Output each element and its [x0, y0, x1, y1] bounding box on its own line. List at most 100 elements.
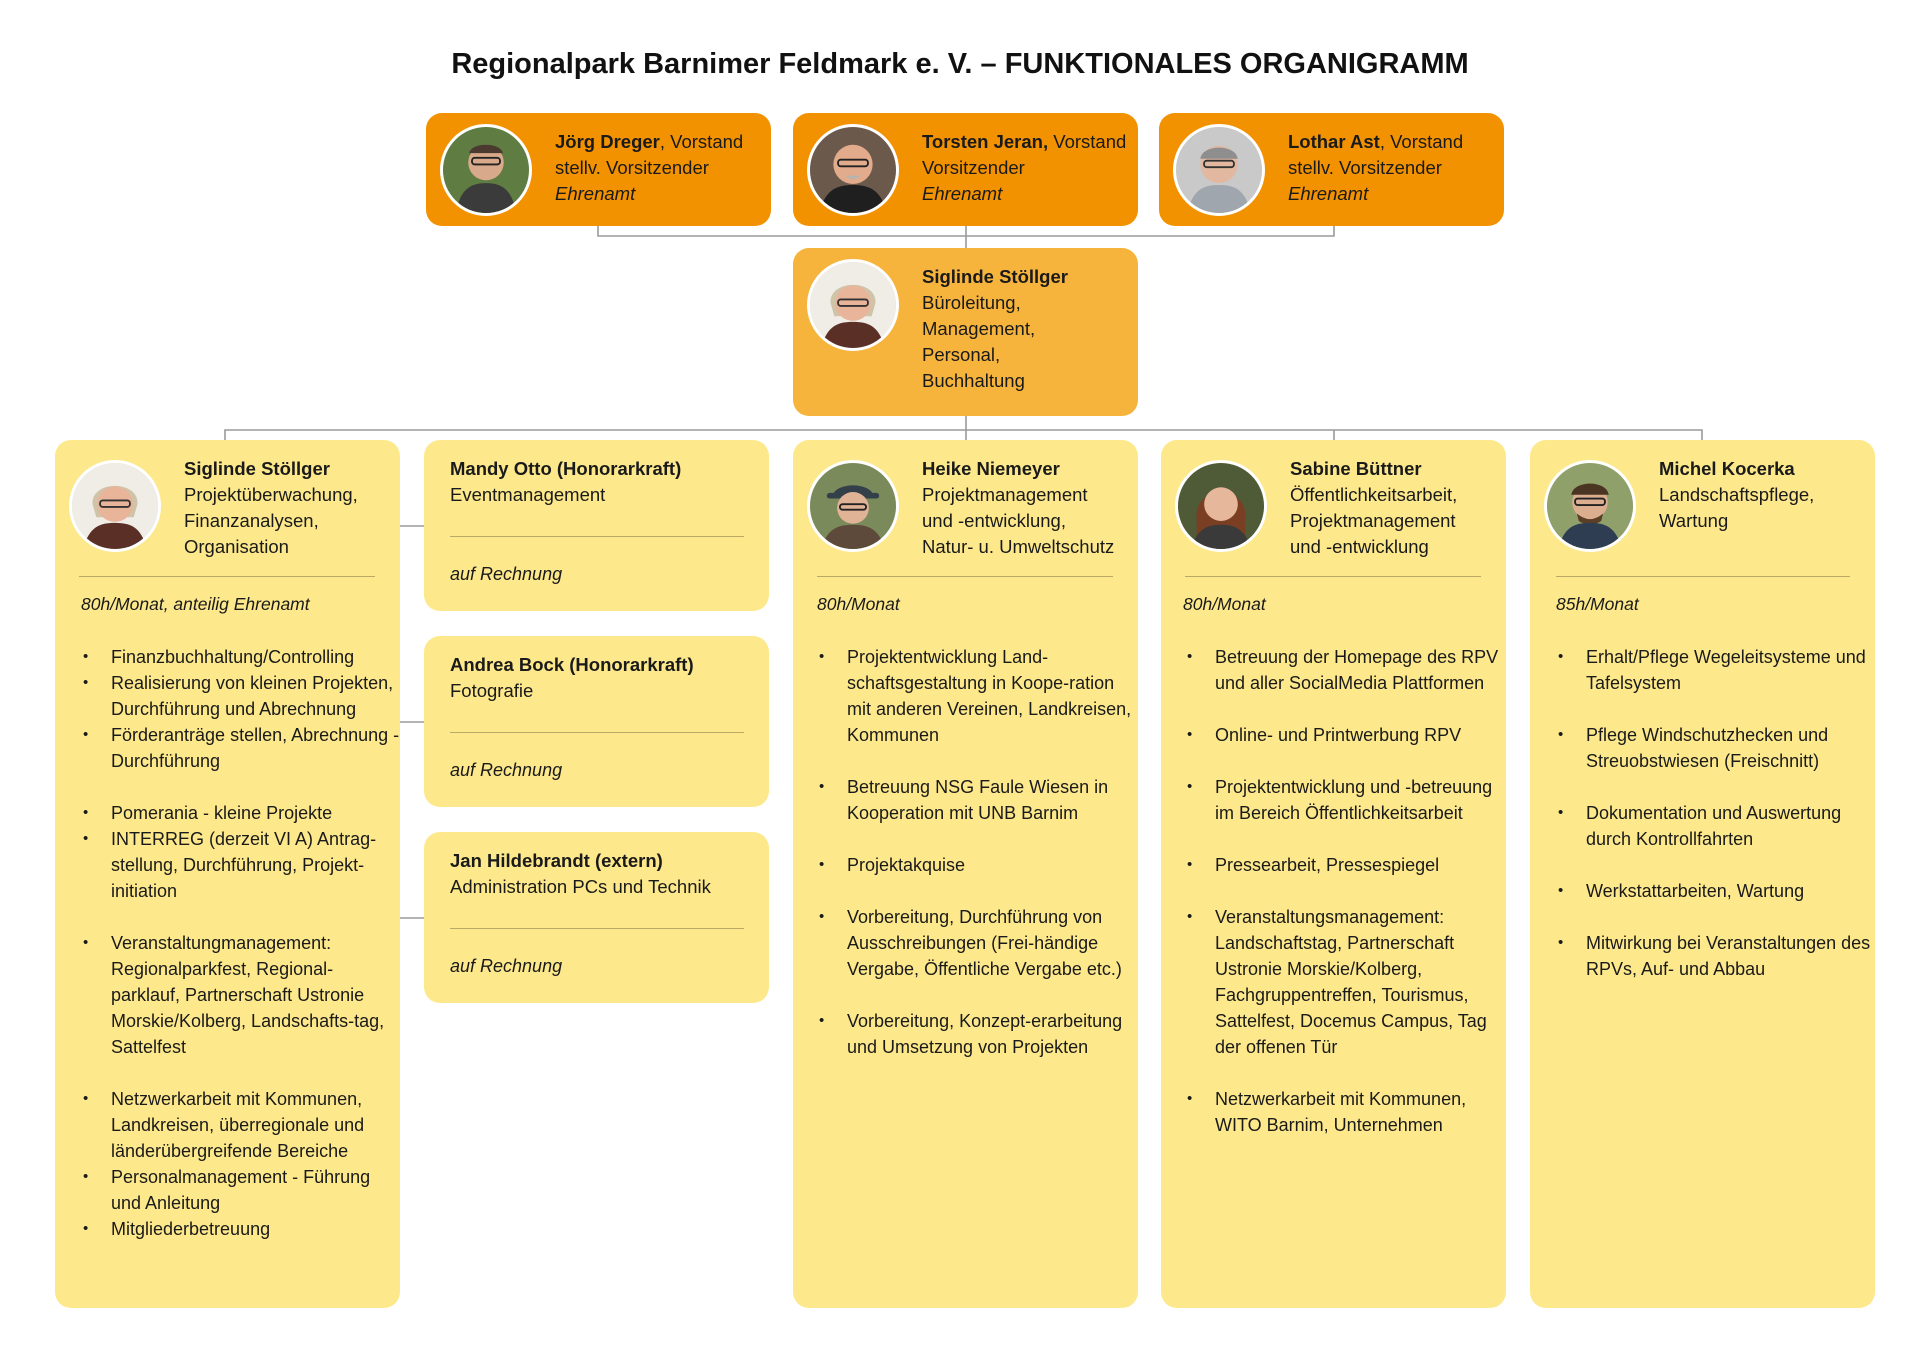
staff-hours: 85h/Monat [1556, 594, 1639, 614]
contractor-billing: auf Rechnung [450, 956, 563, 976]
avatar-photo [807, 460, 899, 552]
contractor-name: Mandy Otto (Honorarkraft) [450, 458, 682, 479]
member-role: stellv. Vorsitzender [555, 157, 709, 178]
member-status: Ehrenamt [555, 183, 636, 204]
contractor-card: Mandy Otto (Honorarkraft) Eventmanagemen… [424, 440, 769, 611]
board-member-card: Torsten Jeran, Vorstand Vorsitzender Ehr… [793, 113, 1138, 226]
task-item: Erhalt/Pflege Wegeleitsysteme und Tafels… [1558, 644, 1882, 696]
task-item: Netzwerkarbeit mit Kommunen, Landkreisen… [83, 1086, 401, 1164]
task-item: Projektentwicklung Land-schaftsgestaltun… [819, 644, 1143, 748]
staff-role: Natur- u. Umweltschutz [922, 536, 1115, 557]
board-member-card: Lothar Ast, Vorstand stellv. Vorsitzende… [1159, 113, 1504, 226]
office-role: Büroleitung, [922, 292, 1021, 313]
task-item: Werkstattarbeiten, Wartung [1558, 878, 1882, 904]
staff-name: Siglinde Stöllger [184, 458, 330, 479]
staff-role: und -entwicklung, [922, 510, 1066, 531]
task-item: Vorbereitung, Konzept-erarbeitung und Um… [819, 1008, 1143, 1060]
staff-role: und -entwicklung [1290, 536, 1429, 557]
contractor-billing: auf Rechnung [450, 760, 563, 780]
member-position: , Vorstand [1379, 131, 1464, 152]
member-status: Ehrenamt [922, 183, 1003, 204]
staff-role: Finanzanalysen, [184, 510, 319, 531]
contractor-role: Administration PCs und Technik [450, 876, 711, 897]
task-item: Förderanträge stellen, Abrechnung - Durc… [83, 722, 401, 774]
staff-card: Sabine Büttner Öffentlichkeitsarbeit, Pr… [1161, 440, 1506, 1308]
staff-role: Landschaftspflege, [1659, 484, 1815, 505]
member-status: Ehrenamt [1288, 183, 1369, 204]
office-role: Management, [922, 318, 1036, 339]
contractor-name: Andrea Bock (Honorarkraft) [450, 654, 694, 675]
divider [1185, 576, 1481, 577]
divider [1556, 576, 1850, 577]
task-list: Finanzbuchhaltung/Controlling Realisieru… [83, 644, 401, 1242]
board-member-card: Jörg Dreger, Vorstand stellv. Vorsitzend… [426, 113, 771, 226]
task-list: Betreuung der Homepage des RPV und aller… [1187, 644, 1515, 1138]
staff-role: Projektüberwachung, [184, 484, 358, 505]
task-item: Pflege Windschutzhecken und Streuobstwie… [1558, 722, 1882, 774]
member-role: Vorsitzender [922, 157, 1025, 178]
task-list: Erhalt/Pflege Wegeleitsysteme und Tafels… [1558, 644, 1882, 982]
staff-name: Heike Niemeyer [922, 458, 1060, 479]
task-item: Pomerania - kleine Projekte [83, 800, 401, 826]
contractor-name: Jan Hildebrandt (extern) [450, 850, 663, 871]
task-item: Realisierung von kleinen Projekten, Durc… [83, 670, 401, 722]
divider [450, 732, 744, 733]
contractor-role: Eventmanagement [450, 484, 606, 505]
avatar-photo [440, 124, 532, 216]
task-item: Veranstaltungsmanagement: Landschaftstag… [1187, 904, 1515, 1060]
member-name: Torsten Jeran, [922, 131, 1049, 152]
task-item: Pressearbeit, Pressespiegel [1187, 852, 1515, 878]
task-list: Projektentwicklung Land-schaftsgestaltun… [819, 644, 1143, 1060]
staff-role: Organisation [184, 536, 289, 557]
member-position: Vorstand [1048, 131, 1127, 152]
member-role: stellv. Vorsitzender [1288, 157, 1442, 178]
office-management-card: Siglinde Stöllger Büroleitung, Managemen… [793, 248, 1138, 416]
staff-bus-connector [224, 429, 1703, 440]
office-name: Siglinde Stöllger [922, 266, 1068, 287]
staff-card: Heike Niemeyer Projektmanagement und -en… [793, 440, 1138, 1308]
avatar-photo [69, 460, 161, 552]
task-item: Projektakquise [819, 852, 1143, 878]
avatar-photo [1173, 124, 1265, 216]
task-item: Finanzbuchhaltung/Controlling [83, 644, 401, 670]
avatar-photo [807, 259, 899, 351]
staff-name: Michel Kocerka [1659, 458, 1795, 479]
staff-role: Projektmanagement [922, 484, 1088, 505]
task-item: Netzwerkarbeit mit Kommunen, WITO Barnim… [1187, 1086, 1515, 1138]
divider [817, 576, 1113, 577]
staff-hours: 80h/Monat [817, 594, 900, 614]
member-name: Jörg Dreger [555, 131, 660, 152]
staff-role: Öffentlichkeitsarbeit, [1290, 484, 1458, 505]
member-position: , Vorstand [659, 131, 744, 152]
contractor-billing: auf Rechnung [450, 564, 563, 584]
staff-name: Sabine Büttner [1290, 458, 1422, 479]
office-role: Buchhaltung [922, 370, 1025, 391]
chart-title: Regionalpark Barnimer Feldmark e. V. – F… [451, 48, 1469, 80]
avatar-photo [807, 124, 899, 216]
contractor-card: Andrea Bock (Honorarkraft) Fotografie au… [424, 636, 769, 807]
task-item: Betreuung der Homepage des RPV und aller… [1187, 644, 1515, 696]
staff-role: Wartung [1659, 510, 1729, 531]
office-role: Personal, [922, 344, 1001, 365]
member-name: Lothar Ast [1288, 131, 1380, 152]
divider [450, 536, 744, 537]
task-item: Dokumentation und Auswertung durch Kontr… [1558, 800, 1882, 852]
task-item: Vorbereitung, Durchführung von Ausschrei… [819, 904, 1143, 982]
contractor-role: Fotografie [450, 680, 534, 701]
task-item: Mitgliederbetreuung [83, 1216, 401, 1242]
staff-hours: 80h/Monat [1183, 594, 1266, 614]
task-item: Projektentwicklung und -betreuung im Ber… [1187, 774, 1515, 826]
task-item: Mitwirkung bei Veranstaltungen des RPVs,… [1558, 930, 1882, 982]
divider [79, 576, 375, 577]
task-item: Veranstaltungmanagement: Regionalparkfes… [83, 930, 401, 1060]
staff-hours: 80h/Monat, anteilig Ehrenamt [81, 594, 310, 614]
task-item: Betreuung NSG Faule Wiesen in Kooperatio… [819, 774, 1143, 826]
contractor-card: Jan Hildebrandt (extern) Administration … [424, 832, 769, 1003]
divider [450, 928, 744, 929]
avatar-photo [1544, 460, 1636, 552]
task-item: Personalmanagement - Führung und Anleitu… [83, 1164, 401, 1216]
avatar-photo [1175, 460, 1267, 552]
staff-card: Michel Kocerka Landschaftspflege, Wartun… [1530, 440, 1875, 1308]
staff-role: Projektmanagement [1290, 510, 1456, 531]
